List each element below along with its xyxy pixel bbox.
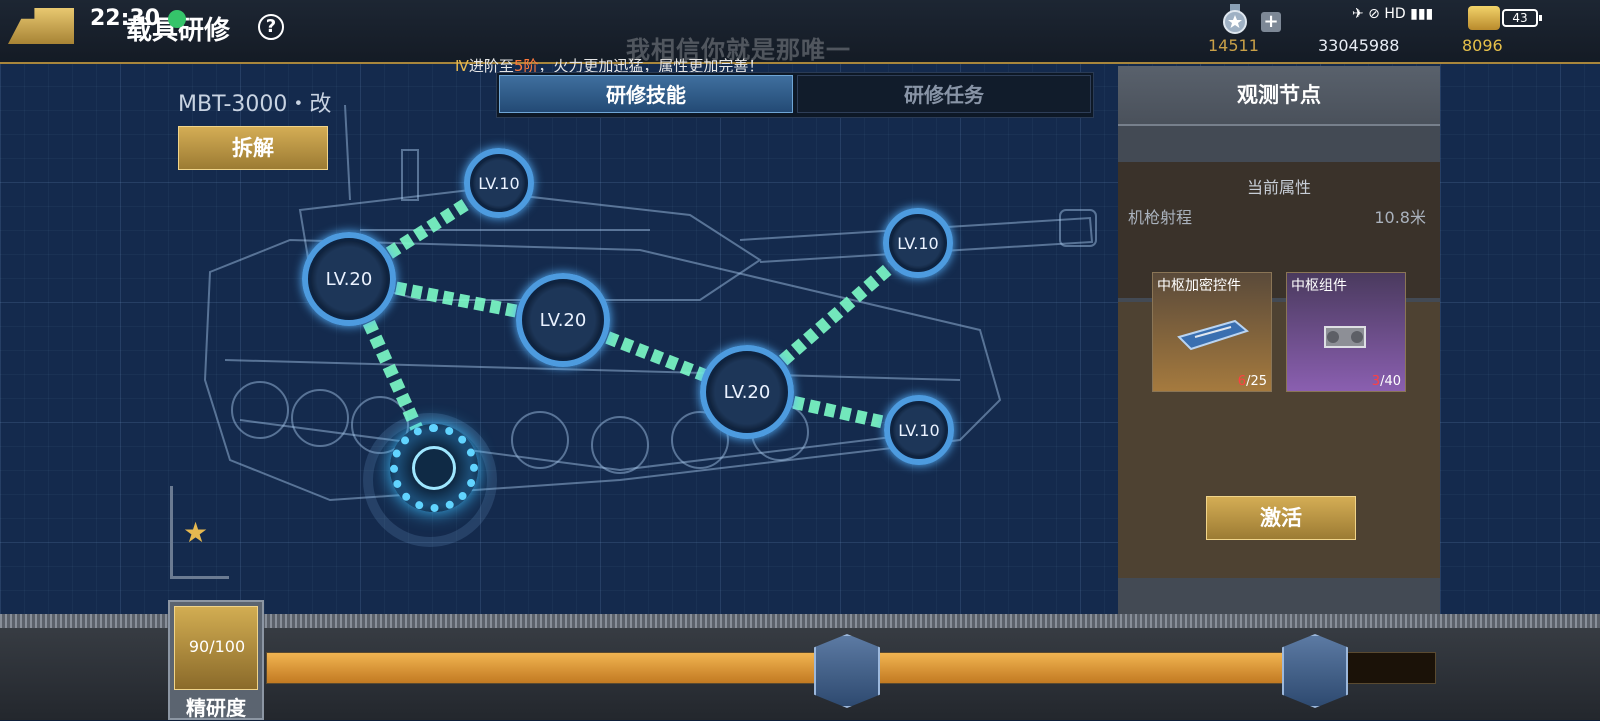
tab-bar: 研修技能 研修任务 [496,72,1094,118]
skill-node-barrel[interactable]: LV.10 [883,208,953,278]
vehicle-name: MBT-3000・改 [178,92,332,117]
add-medal-button[interactable]: + [1261,12,1281,32]
rail-stripes [0,614,1600,628]
activate-button[interactable]: 激活 [1206,496,1356,540]
mastery-label: 精研度 [186,696,246,720]
medal-icon [1223,4,1247,34]
engine-part-icon [1324,326,1366,348]
skill-node-lower[interactable]: LV.20 [700,345,794,439]
coin-count: 33045988 [1318,36,1400,55]
material-card-control[interactable]: 中枢加密控件 6/25 [1152,272,1272,392]
mastery-box[interactable]: 90/100 精研度 [168,600,264,720]
material-count: 6/25 [1237,374,1267,389]
gold-bars-icon [1468,6,1500,30]
signal-icons: ✈ ⊘ HD ▮▮▮ [1352,6,1434,22]
skill-node-center[interactable]: LV.20 [516,273,610,367]
milestone-reward-2[interactable] [1282,634,1348,708]
medal-count: 14511 [1208,36,1259,55]
tab-tasks[interactable]: 研修任务 [797,75,1091,113]
skill-node-left[interactable]: LV.20 [302,232,396,326]
panel-title: 观测节点 [1118,66,1440,126]
star-rank-badge[interactable]: ★ [170,486,229,579]
circuit-board-icon [1177,319,1250,351]
mastery-progress-fill [267,653,1284,683]
tab-skills[interactable]: 研修技能 [499,75,793,113]
milestone-reward-1[interactable] [814,634,880,708]
chat-icon [168,10,186,28]
background-caption: 我相信你就是那唯一 [626,36,851,64]
attr-name: 机枪射程 [1128,208,1193,227]
advance-tip: Ⅳ进阶至5阶，火力更加迅猛，属性更加完善！ [455,57,764,75]
material-name: 中枢组件 [1291,278,1347,294]
material-name: 中枢加密控件 [1157,278,1241,294]
mastery-value: 90/100 [188,637,246,656]
skill-node-right[interactable]: LV.10 [884,395,954,465]
attr-header: 当前属性 [1246,178,1311,197]
mastery-icon: 90/100 [174,606,258,690]
star-icon: ★ [183,516,209,549]
skill-node-top[interactable]: LV.10 [464,148,534,218]
status-time: 22:30 [90,6,161,31]
selected-observation-node[interactable] [390,424,478,512]
material-card-core[interactable]: 中枢组件 3/40 [1286,272,1406,392]
attr-value: 10.8米 [1374,208,1426,227]
battery-icon: 43 [1502,9,1542,27]
gold-count: 8096 [1462,36,1503,55]
material-count: 3/40 [1371,374,1401,389]
help-icon[interactable]: ? [258,14,284,40]
dismantle-button[interactable]: 拆解 [178,126,328,170]
